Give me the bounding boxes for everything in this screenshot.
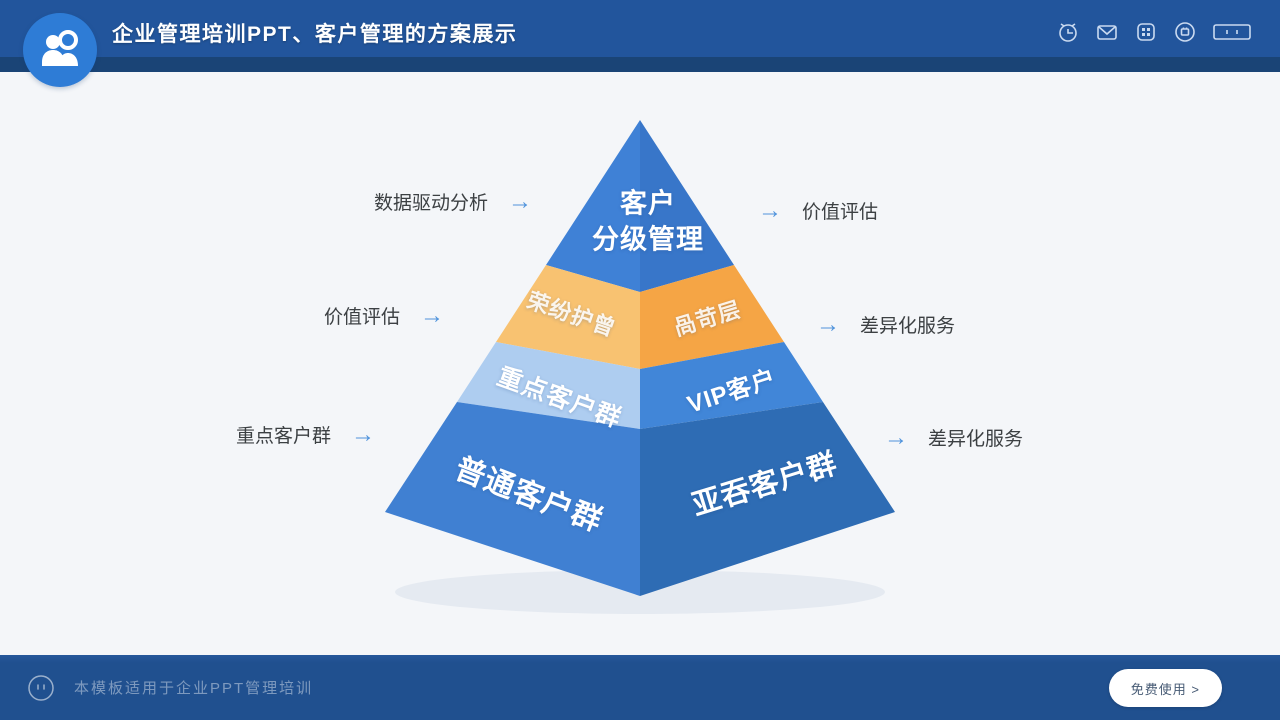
alarm-clock-icon[interactable] [1056,20,1080,44]
pyramid-tier2-right-face [640,265,784,369]
header-bar: 企业管理培训PPT、客户管理的方案展示 [0,0,1280,72]
free-use-button[interactable]: 免费使用 > [1108,669,1222,707]
pyramid-tier4-left-face [385,402,640,596]
right-arrow-icon: → [758,196,782,224]
right-arrow-icon: → [884,423,908,451]
annotation-left-2-label: 价值评估 [324,307,401,328]
pyramid-tier1-left-face [546,120,640,292]
right-arrow-icon: → [508,187,533,215]
annotation-right-3: → 差异化服务 [884,424,1023,451]
display-panel-icon[interactable] [1212,20,1252,44]
footer-badge-icon [26,673,56,703]
annotation-left-2: 价值评估 → [324,302,444,329]
pyramid-tier4-right-face [640,402,895,596]
apps-grid-icon[interactable] [1134,20,1158,44]
footer-bar: 本模板适用于企业PPT管理培训 免费使用 > [0,655,1280,720]
pyramid-tier3-left-face [457,342,640,429]
footer-note: 本模板适用于企业PPT管理培训 [74,680,314,697]
people-icon [42,30,78,66]
right-arrow-icon: → [816,310,840,338]
header-icon-group [1056,20,1252,44]
right-arrow-icon: → [420,301,445,329]
badge-circle-icon[interactable] [1173,20,1197,44]
annotation-right-2-label: 差异化服务 [860,316,956,337]
annotation-left-3: 重点客户群 → [236,421,375,448]
pyramid-tier1-right-face [640,120,734,292]
page-title: 企业管理培训PPT、客户管理的方案展示 [112,23,518,46]
pyramid-tier3-right-face [640,342,823,429]
tier1-label-line2: 分级管理 [592,225,704,255]
annotation-left-1: 数据驱动分析 → [374,188,532,215]
tier1-label: 客户 分级管理 [592,186,704,259]
annotation-right-2: → 差异化服务 [816,311,955,338]
pyramid-tier2-left-face [496,265,640,369]
annotation-right-3-label: 差异化服务 [928,429,1024,450]
right-arrow-icon: → [351,420,376,448]
annotation-right-1: → 价值评估 [758,197,878,224]
mail-icon[interactable] [1095,20,1119,44]
annotation-right-1-label: 价值评估 [802,202,879,223]
tier1-label-line1: 客户 [620,188,676,219]
annotation-left-1-label: 数据驱动分析 [374,193,489,214]
app-logo[interactable] [23,13,97,87]
annotation-left-3-label: 重点客户群 [236,426,332,447]
